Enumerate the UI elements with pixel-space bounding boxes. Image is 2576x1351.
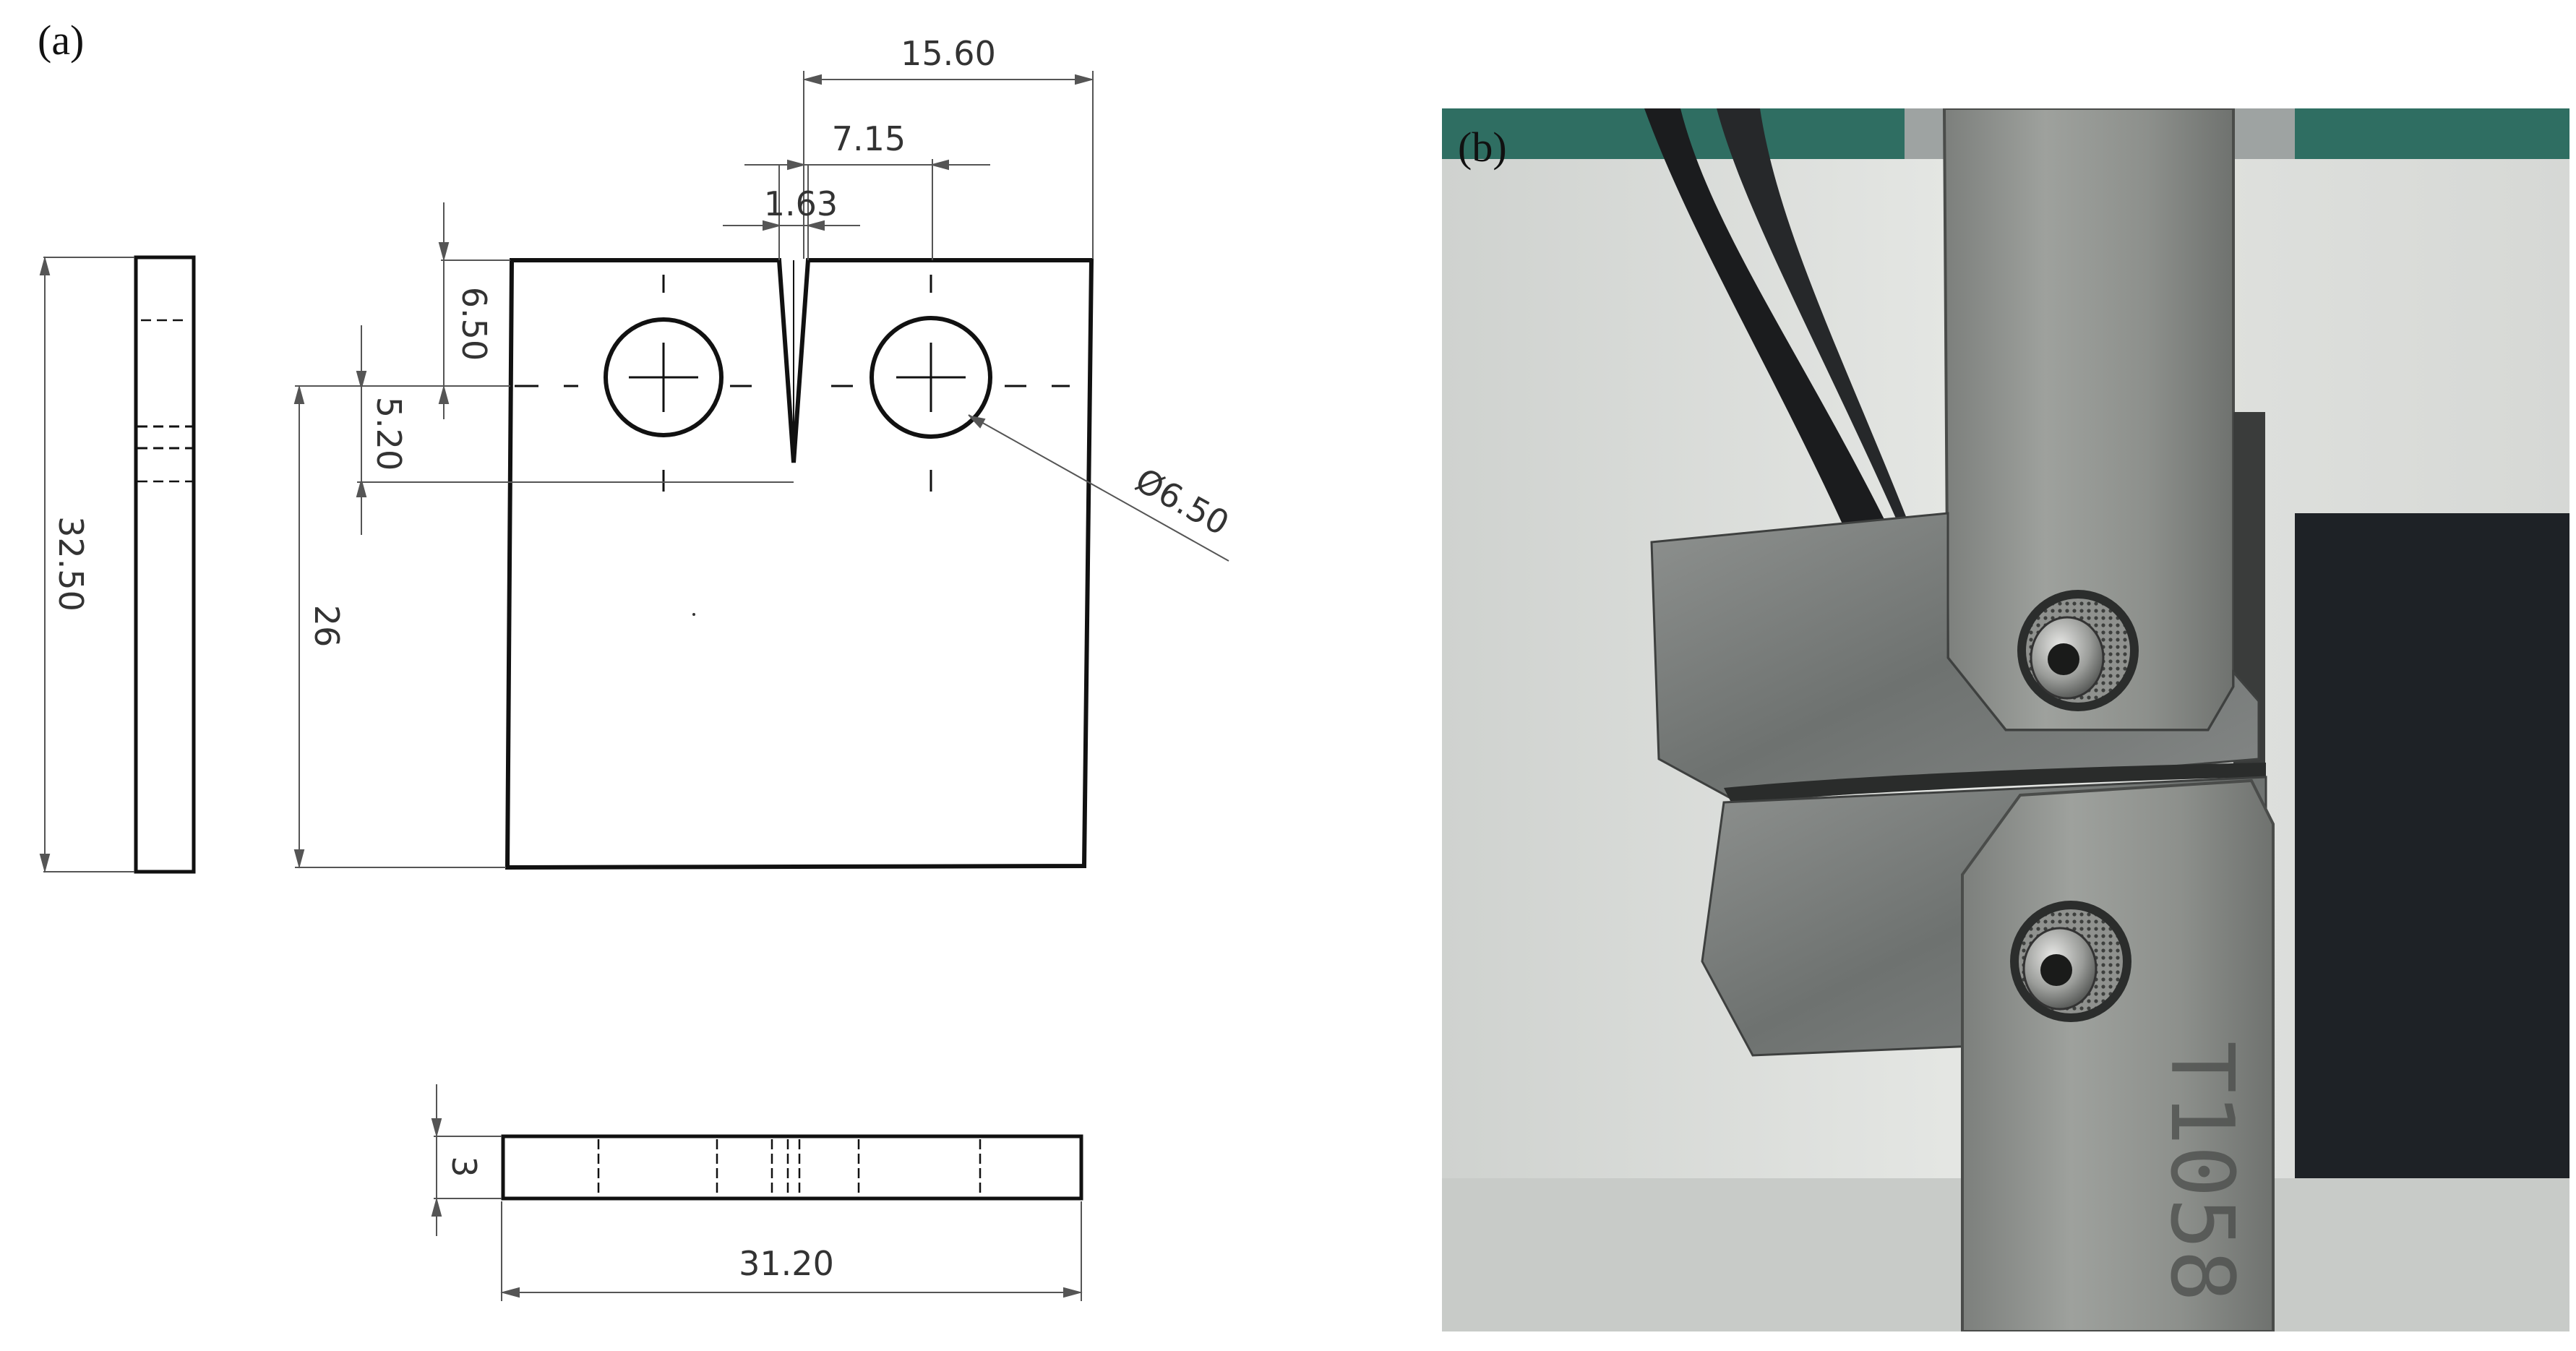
panel-label-a: (a) — [38, 17, 85, 64]
grip-marking: T1058 — [2151, 1041, 2251, 1302]
upper-bolt — [2017, 590, 2139, 711]
dim-width-bottom: 31.20 — [739, 1244, 834, 1283]
dim-thickness: 3 — [445, 1156, 484, 1177]
dim-hole-offset: 7.15 — [832, 119, 906, 158]
side-view — [39, 255, 196, 874]
dim-top-to-hole: 6.50 — [455, 287, 494, 361]
panel-label-b: (b) — [1458, 124, 1507, 171]
technical-drawing: 32.50 — [39, 34, 1235, 1301]
dim-height-side: 32.50 — [51, 516, 90, 612]
specimen-photo: T1058 — [1442, 108, 2569, 1331]
bottom-dimension-lines — [431, 1084, 1083, 1301]
dim-width-top: 15.60 — [901, 34, 996, 73]
dim-hole-to-notch: 5.20 — [369, 397, 408, 471]
front-dimension-lines — [293, 71, 1229, 869]
dim-hole-diameter: Ø6.50 — [1129, 460, 1235, 543]
lower-bolt — [2010, 901, 2131, 1022]
photo-panel: T1058 (b) — [1442, 108, 2569, 1331]
dim-height-front: 26 — [307, 605, 346, 648]
bottom-view — [501, 1134, 1083, 1201]
dim-notch-width: 1.63 — [764, 184, 838, 223]
front-view — [505, 258, 1094, 870]
